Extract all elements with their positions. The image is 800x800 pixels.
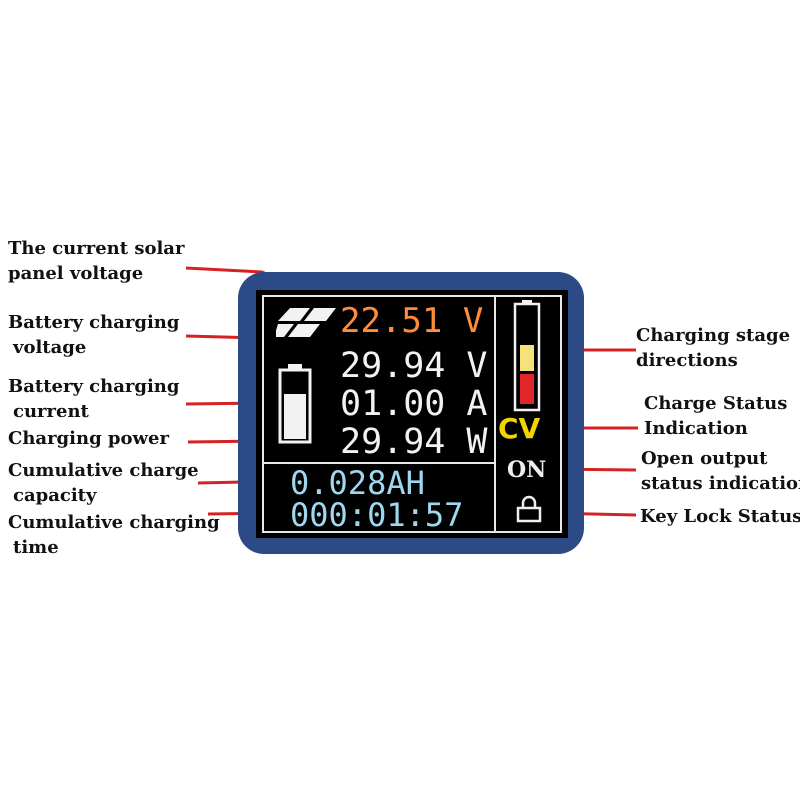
label-charging-power: Charging power xyxy=(8,428,169,449)
cumulative-time-value: 000:01:57 xyxy=(290,496,464,534)
screen-divider-horizontal xyxy=(262,462,496,464)
label-solar-voltage: The current solar panel voltage xyxy=(8,238,185,284)
label-open-output: Open output status indication xyxy=(641,448,800,494)
label-cumulative-time: Cumulative charging time xyxy=(8,512,220,558)
label-key-lock: Key Lock Status xyxy=(640,506,800,527)
output-status-text: ON xyxy=(507,457,547,483)
battery-icon xyxy=(278,364,312,444)
lock-icon xyxy=(516,495,542,523)
charging-power-value: 29.94 W xyxy=(340,422,488,462)
solar-panel-icon xyxy=(276,308,336,337)
battery-current-value: 01.00 A xyxy=(340,384,488,424)
screen-border-bottom xyxy=(262,531,562,533)
battery-voltage-value: 29.94 V xyxy=(340,346,488,386)
charge-stage-icon xyxy=(513,300,541,412)
screen-border-right xyxy=(560,295,562,533)
label-battery-voltage: Battery charging voltage xyxy=(8,312,180,358)
screen-border-left xyxy=(262,295,264,533)
cumulative-capacity-value: 0.028AH xyxy=(290,464,425,502)
solar-voltage-value: 22.51 V xyxy=(340,301,484,341)
label-cumulative-capacity: Cumulative charge capacity xyxy=(8,460,199,506)
screen-border-top xyxy=(262,295,562,297)
label-charge-status: Charge Status Indication xyxy=(644,393,788,439)
label-charging-stage: Charging stage directions xyxy=(636,325,791,371)
screen-divider-vertical xyxy=(494,295,496,533)
label-battery-current: Battery charging current xyxy=(8,376,180,422)
charge-status-text: CV xyxy=(498,412,541,445)
